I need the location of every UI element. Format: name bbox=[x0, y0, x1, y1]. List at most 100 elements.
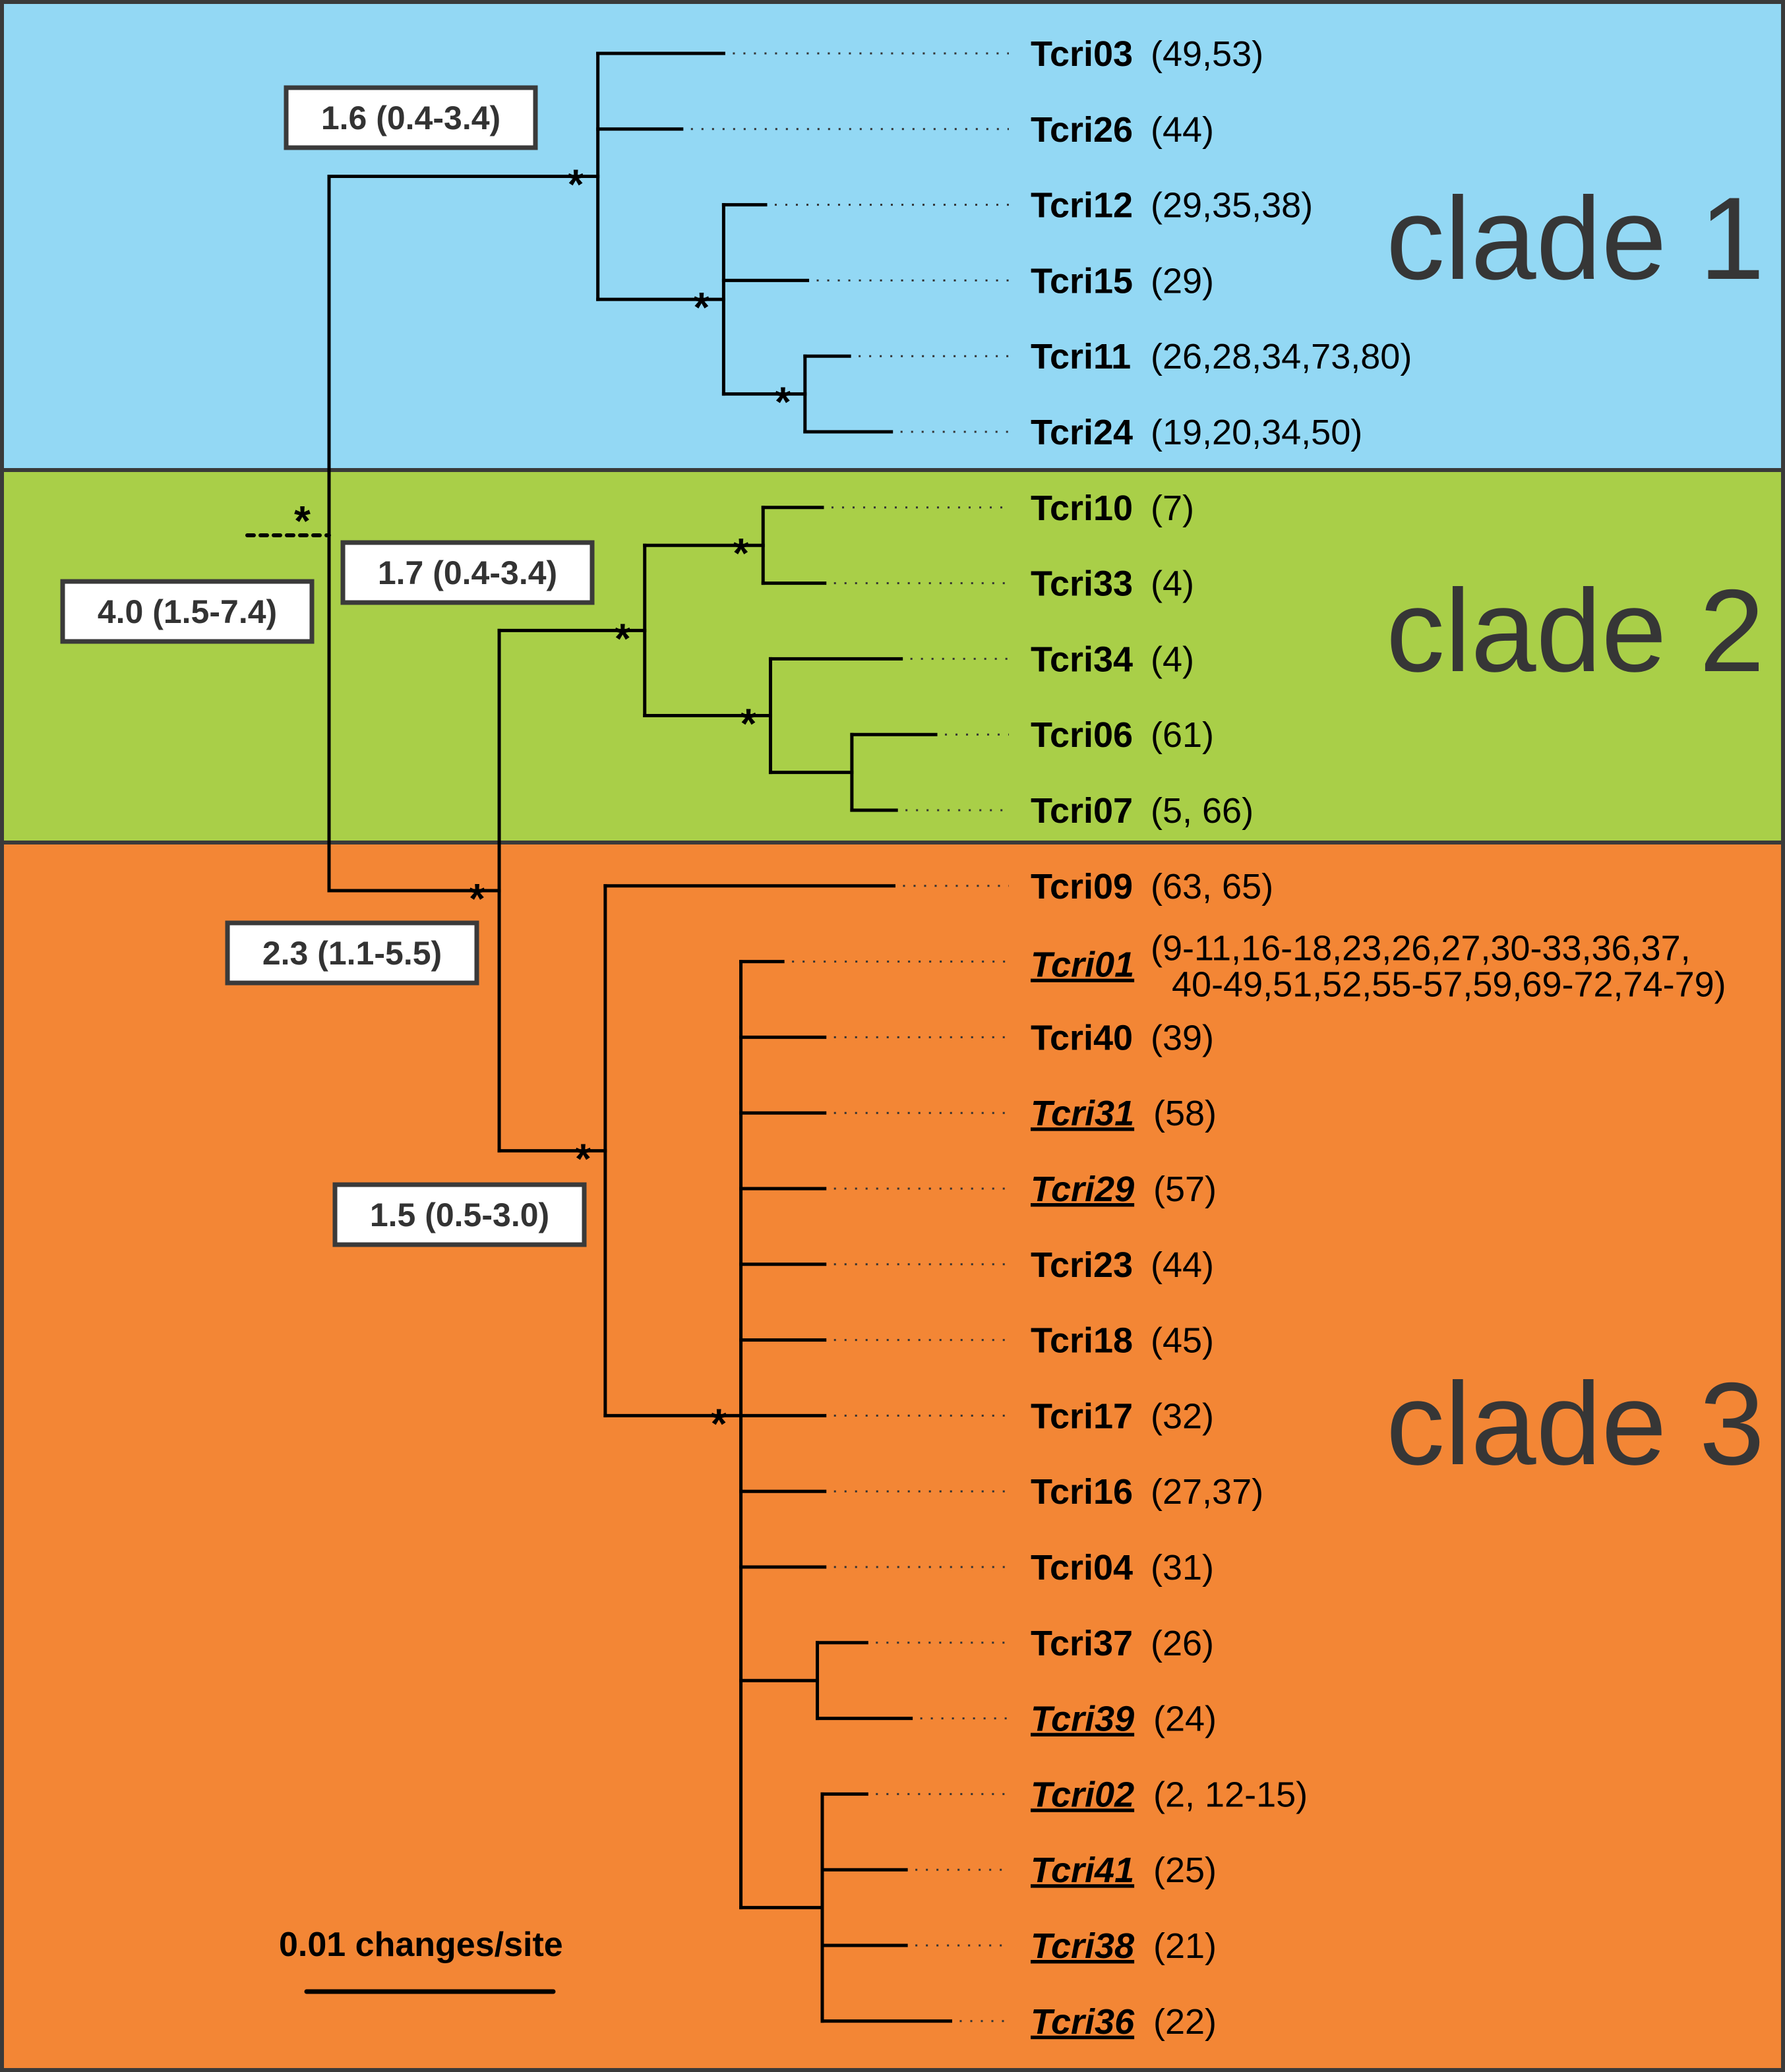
tip-sites: (61) bbox=[1151, 715, 1214, 755]
age-text: 1.7 (0.4-3.4) bbox=[378, 554, 557, 591]
tip-sites: (29) bbox=[1151, 261, 1214, 301]
age-text: 1.5 (0.5-3.0) bbox=[370, 1197, 549, 1233]
support-asterisk: * bbox=[575, 1135, 591, 1183]
clade-label-1: clade 1 bbox=[1386, 173, 1765, 304]
tip-name: Tcri01 bbox=[1031, 945, 1134, 985]
clade-band-1 bbox=[0, 0, 1785, 470]
age-box-n_c23: 2.3 (1.1-5.5) bbox=[225, 920, 479, 986]
tip-sites: (44) bbox=[1151, 1245, 1214, 1285]
tip-sites: (26,28,34,73,80) bbox=[1151, 337, 1412, 376]
tip-sites: (4) bbox=[1151, 639, 1194, 679]
tip-name: Tcri40 bbox=[1031, 1018, 1133, 1057]
tip-sites: (63, 65) bbox=[1151, 867, 1273, 906]
tip-name: Tcri33 bbox=[1031, 564, 1133, 604]
age-box-n_clade2: 1.7 (0.4-3.4) bbox=[340, 540, 595, 605]
tip-sites: (31) bbox=[1151, 1548, 1214, 1587]
tip-label: Tcri06 (61) bbox=[1031, 715, 1214, 755]
support-asterisk: * bbox=[740, 700, 756, 748]
tip-sites: (44) bbox=[1151, 110, 1214, 150]
support-asterisk: * bbox=[469, 875, 485, 922]
tip-name: Tcri36 bbox=[1031, 2002, 1135, 2042]
tip-name: Tcri18 bbox=[1031, 1321, 1133, 1361]
tip-sites: (19,20,34,50) bbox=[1151, 413, 1362, 452]
tip-name: Tcri41 bbox=[1031, 1850, 1134, 1890]
support-asterisk: * bbox=[615, 614, 631, 662]
clade-label-2: clade 2 bbox=[1386, 565, 1765, 696]
tip-name: Tcri03 bbox=[1031, 34, 1133, 74]
tip-sites: (21) bbox=[1153, 1926, 1217, 1966]
tip-label: Tcri12(29,35,38) bbox=[1031, 186, 1313, 225]
tip-sites: (58) bbox=[1153, 1094, 1217, 1133]
tip-label: Tcri04 (31) bbox=[1031, 1548, 1214, 1587]
age-box-n_root: 4.0 (1.5-7.4) bbox=[60, 579, 315, 644]
tip-name: Tcri23 bbox=[1031, 1245, 1133, 1285]
support-asterisk: * bbox=[733, 529, 749, 577]
tip-sites: (45) bbox=[1151, 1321, 1214, 1361]
tip-name: Tcri37 bbox=[1031, 1624, 1133, 1663]
tip-label: Tcri37 (26) bbox=[1031, 1624, 1214, 1663]
tip-label: Tcri07 (5, 66) bbox=[1031, 791, 1254, 831]
tip-sites: (5, 66) bbox=[1151, 791, 1254, 831]
tip-leader-lines bbox=[690, 52, 1009, 2023]
tip-sites: (32) bbox=[1151, 1396, 1214, 1436]
tip-label: Tcri11 (26,28,34,73,80) bbox=[1031, 337, 1412, 376]
tip-sites: (29,35,38) bbox=[1151, 186, 1313, 225]
tip-label: Tcri29(57) bbox=[1031, 1169, 1217, 1209]
tip-sites: (22) bbox=[1153, 2002, 1217, 2042]
tip-name: Tcri39 bbox=[1031, 1700, 1134, 1739]
tip-label: Tcri41 (25) bbox=[1031, 1850, 1217, 1890]
tip-name: Tcri34 bbox=[1031, 639, 1133, 679]
support-asterisk: * bbox=[568, 161, 584, 208]
tip-name: Tcri17 bbox=[1031, 1396, 1133, 1436]
age-text: 2.3 (1.1-5.5) bbox=[262, 935, 442, 972]
tip-name: Tcri11 bbox=[1031, 337, 1131, 376]
clade-labels: clade 1 clade 2 clade 3 bbox=[1386, 173, 1765, 1489]
support-asterisk: * bbox=[294, 497, 311, 545]
tip-name: Tcri24 bbox=[1031, 413, 1133, 452]
tip-labels: Tcri03(49,53)Tcri26(44)Tcri12(29,35,38)T… bbox=[1031, 34, 1726, 2042]
tip-name: Tcri02 bbox=[1031, 1775, 1134, 1814]
tip-sites: (49,53) bbox=[1151, 34, 1263, 74]
tip-label: Tcri16 (27,37) bbox=[1031, 1472, 1263, 1512]
tip-label: Tcri38(21) bbox=[1031, 1926, 1217, 1966]
clade-band-3 bbox=[0, 843, 1785, 2072]
tip-sites: (24) bbox=[1153, 1700, 1217, 1739]
clade-label-3: clade 3 bbox=[1386, 1358, 1765, 1489]
tip-label: Tcri36 (22) bbox=[1031, 2002, 1217, 2042]
tip-label: Tcri39 (24) bbox=[1031, 1700, 1217, 1739]
tip-sites: (25) bbox=[1153, 1850, 1217, 1890]
tip-label: Tcri10 (7) bbox=[1031, 488, 1194, 528]
tip-sites: (9-11,16-18,23,26,27,30-33,36,37, bbox=[1151, 929, 1691, 968]
tip-sites: (2, 12-15) bbox=[1153, 1775, 1308, 1814]
tip-label: Tcri18 (45) bbox=[1031, 1321, 1214, 1361]
age-text: 1.6 (0.4-3.4) bbox=[321, 100, 500, 136]
tip-name: Tcri16 bbox=[1031, 1472, 1133, 1512]
scale-bar-label: 0.01 changes/site bbox=[279, 1926, 563, 1964]
tip-sites: (27,37) bbox=[1151, 1472, 1263, 1512]
tip-label: Tcri24 (19,20,34,50) bbox=[1031, 413, 1362, 452]
tip-name: Tcri04 bbox=[1031, 1548, 1133, 1587]
age-text: 4.0 (1.5-7.4) bbox=[98, 593, 277, 630]
tip-sites: (39) bbox=[1151, 1018, 1214, 1057]
tip-name: Tcri06 bbox=[1031, 715, 1133, 755]
age-box-n_clade3: 1.5 (0.5-3.0) bbox=[332, 1182, 587, 1247]
support-asterisk: * bbox=[711, 1400, 727, 1447]
tip-label: Tcri33(4) bbox=[1031, 564, 1194, 604]
tip-sites: (7) bbox=[1151, 488, 1194, 528]
support-asterisk: * bbox=[693, 283, 710, 331]
tip-label: Tcri23 (44) bbox=[1031, 1245, 1214, 1285]
tip-label: Tcri31(58) bbox=[1031, 1094, 1217, 1133]
tip-name: Tcri10 bbox=[1031, 488, 1133, 528]
tip-label: Tcri01 (9-11,16-18,23,26,27,30-33,36,37,4… bbox=[1031, 929, 1726, 1005]
tree-branches bbox=[245, 51, 952, 2023]
scale-bar-group: 0.01 changes/site bbox=[279, 1926, 563, 1994]
tip-label: Tcri17 (32) bbox=[1031, 1396, 1214, 1436]
tip-label: Tcri03 (49,53) bbox=[1031, 34, 1263, 74]
tip-sites-line2: 40-49,51,52,55-57,59,69-72,74-79) bbox=[1172, 965, 1726, 1005]
tip-name: Tcri07 bbox=[1031, 791, 1133, 831]
tip-label: Tcri15(29) bbox=[1031, 261, 1214, 301]
tip-sites: (26) bbox=[1151, 1624, 1214, 1663]
